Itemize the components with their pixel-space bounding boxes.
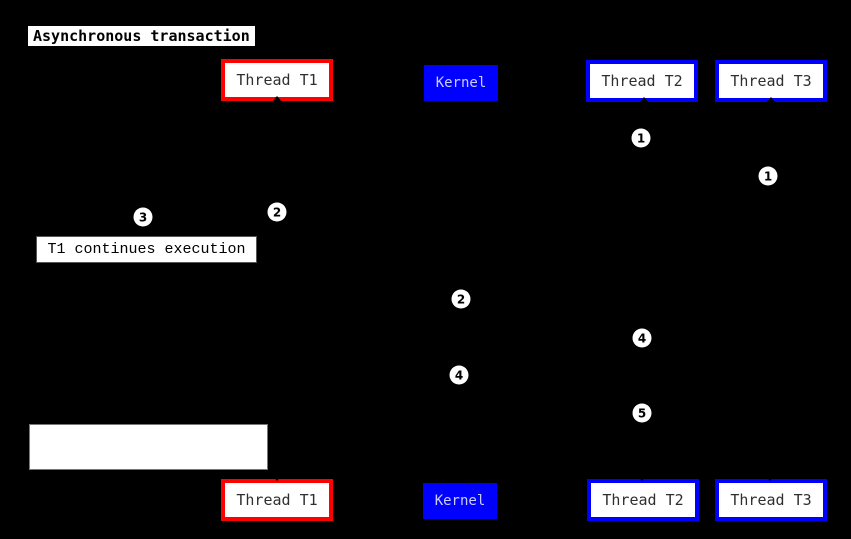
diagram-title: Asynchronous transaction <box>27 25 256 47</box>
sequence-marker-4: 4 <box>632 328 652 348</box>
arrowhead-up-icon <box>639 97 649 103</box>
sequence-marker-2: 2 <box>267 202 287 222</box>
participant-thread-t1-bottom: Thread T1 <box>221 479 333 521</box>
sequence-marker-3: 3 <box>133 207 153 227</box>
participant-kernel-bottom: Kernel <box>423 483 497 519</box>
participant-thread-t1-top: Thread T1 <box>221 59 333 101</box>
arrowhead-down-icon <box>765 475 775 481</box>
empty-note-box <box>29 424 268 470</box>
sequence-marker-4b: 4 <box>449 365 469 385</box>
note-t1-continues-execution: T1 continues execution <box>36 236 257 263</box>
sequence-marker-1: 1 <box>631 128 651 148</box>
participant-thread-t2-top: Thread T2 <box>586 60 698 102</box>
arrowhead-up-icon <box>272 96 282 102</box>
participant-thread-t3-bottom: Thread T3 <box>715 479 827 521</box>
arrowhead-up-icon <box>766 97 776 103</box>
participant-kernel-top: Kernel <box>424 65 498 101</box>
participant-thread-t3-top: Thread T3 <box>715 60 827 102</box>
participant-thread-t2-bottom: Thread T2 <box>587 479 699 521</box>
sequence-marker-5: 5 <box>632 403 652 423</box>
sequence-marker-1b: 1 <box>758 166 778 186</box>
sequence-marker-2b: 2 <box>451 289 471 309</box>
arrowhead-down-icon <box>272 475 282 481</box>
arrowhead-down-icon <box>637 475 647 481</box>
